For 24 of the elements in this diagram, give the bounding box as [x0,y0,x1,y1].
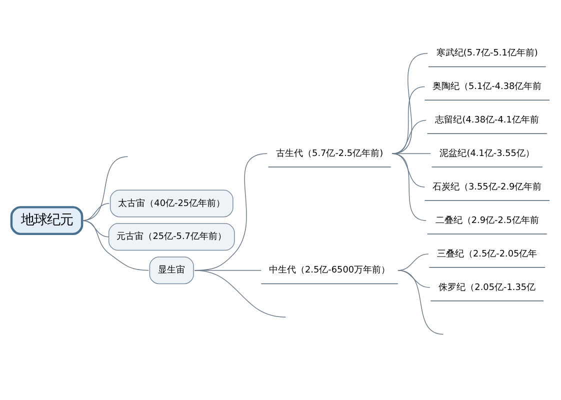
node-text: 石炭纪（3.55亿-2.9亿年前 [432,182,542,192]
node-box: 显生宙 [149,256,194,284]
node-box: 太古宙（40亿-25亿年前） [110,189,234,217]
node-text: 志留纪(4.38亿-4.1亿年前 [435,115,539,126]
connector [398,253,429,270]
node-box: 元古宙（25亿-5.7亿年前） [108,222,235,250]
node-text: 寒武纪(5.7亿-5.1亿年前) [436,48,538,58]
node-text: 三叠纪（2.5亿-2.05亿年 [436,248,538,259]
node-text: 中生代（2.5亿-6500万年前） [269,265,390,276]
node-text: 侏罗纪（2.05亿-1.35亿 [438,282,536,292]
connector [392,52,428,154]
connector [82,220,149,270]
connector [82,156,128,220]
connector [392,152,427,220]
connector [392,152,426,187]
connector [392,119,427,154]
connector [82,202,110,220]
node-text: 泥盆纪(4.1亿-3.55亿） [440,148,534,158]
node-text: 古生代（5.7亿-2.5亿年前) [276,148,384,158]
connector [398,269,444,334]
connector [194,269,286,318]
node-box: 地球纪元 [10,206,84,235]
node-text: 二叠纪（2.9亿-2.5亿年前 [435,215,539,226]
node-text: 奥陶纪（5.1亿-4.38亿年前 [432,82,542,92]
